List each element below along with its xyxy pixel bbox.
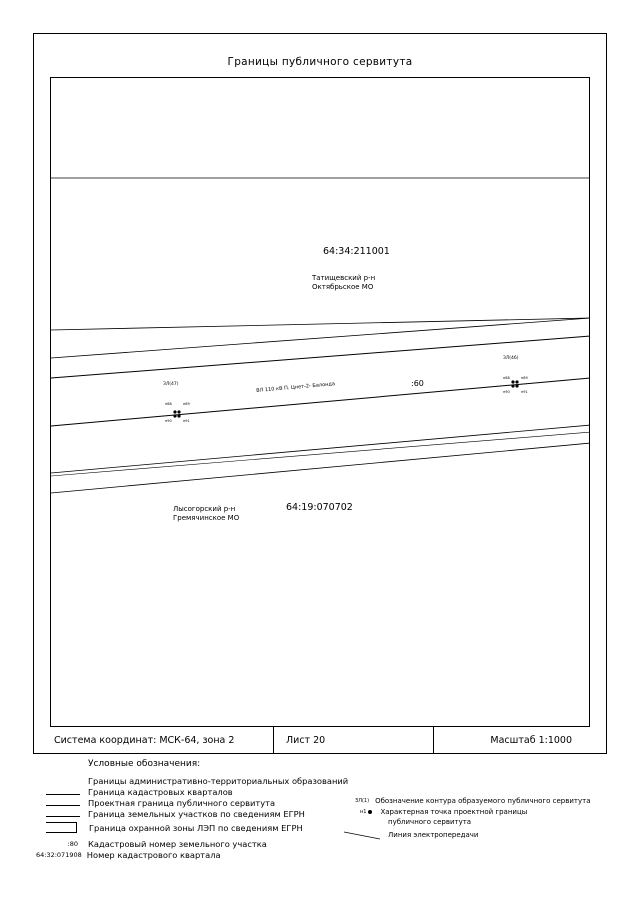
sheet-number-cell: Лист 20	[274, 727, 434, 754]
contour-label-right: ЗЛ(46)	[503, 356, 519, 361]
scale-text: Масштаб 1:1000	[490, 735, 572, 746]
sheet-number-text: Лист 20	[286, 735, 326, 746]
point-cluster-left	[173, 410, 181, 418]
point-mark-right-1: н88	[503, 376, 510, 380]
legend-point-dot	[368, 810, 373, 814]
point-mark-left-3: н90	[165, 419, 172, 423]
district-south-name: Лысогорский р-н	[173, 505, 236, 513]
legend-symbol-quarter	[46, 793, 80, 795]
legend-symbol-powerline	[344, 831, 380, 840]
parcel-number-label: :60	[411, 379, 424, 388]
legend-symbol-servitude	[46, 804, 80, 806]
legend-item-powerline: Линия электропередачи	[344, 830, 478, 840]
legend-item-contour: ЗЛ(1) Обозначение контура образуемого пу…	[355, 797, 591, 805]
legend-item-servitude: Проектная граница публичного сервитута	[46, 798, 275, 808]
legend-item-protection: Граница охранной зоны ЛЭП по сведениям Е…	[46, 822, 303, 833]
map-title: Границы публичного сервитута	[227, 56, 413, 68]
legend-item-point: н1 Характерная точка проектной границы	[360, 808, 528, 816]
scale-cell: Масштаб 1:1000	[434, 727, 590, 754]
point-mark-left-1: н88	[165, 402, 172, 406]
legend-item-quarter: Граница кадастровых кварталов	[46, 787, 233, 797]
legend-symbol-parcels	[46, 815, 80, 817]
point-mark-right-2: н89	[521, 376, 528, 380]
servitude-boundary-bottom	[51, 377, 589, 427]
legend-item-parcels: Граница земельных участков по сведениям …	[46, 809, 305, 819]
contour-label-left: ЗЛ(47)	[163, 382, 179, 387]
legend-sample-quarter: 64:32:071908	[36, 851, 82, 859]
admin-boundary-line	[51, 317, 589, 331]
quarter-number-north: 64:34:211001	[323, 246, 390, 257]
quarter-number-south: 64:19:070702	[286, 502, 353, 513]
parcel-boundary-line-2	[51, 442, 589, 494]
legend-sample-point: н1	[360, 809, 367, 815]
legend-item-admin: Границы административно-территориальных …	[88, 776, 349, 786]
legend-sample-parcel: :80	[67, 840, 78, 848]
parcel-boundary-line	[51, 431, 589, 477]
legend-sample-contour: ЗЛ(1)	[355, 798, 370, 804]
protection-zone-line-top	[51, 317, 589, 359]
coordinate-system-text: Система координат: МСК-64, зона 2	[54, 735, 235, 746]
coordinate-system-cell: Система координат: МСК-64, зона 2	[50, 727, 274, 754]
district-north-name: Татищевский р-н	[312, 274, 376, 282]
municipality-south-name: Гремячинское МО	[173, 514, 240, 522]
legend-title: Условные обозначения:	[88, 759, 201, 769]
map-drawing	[51, 177, 589, 494]
sheet-frame	[33, 33, 607, 754]
point-mark-left-2: н89	[183, 402, 190, 406]
municipality-north-name: Октябрьское МО	[312, 283, 374, 291]
protection-zone-line-bottom	[51, 424, 589, 474]
legend-item-quarter-number: 64:32:071908 Номер кадастрового квартала	[36, 850, 221, 860]
legend-item-point-cont: публичного сервитута	[388, 818, 472, 826]
legend-symbol-protection	[46, 822, 77, 833]
servitude-boundary-top	[51, 335, 589, 379]
legend-item-parcel-number: :80 Кадастровый номер земельного участка	[46, 839, 267, 849]
map-area: 64:34:211001 Татищевский р-н Октябрьское…	[50, 77, 590, 727]
point-mark-right-3: н90	[503, 390, 510, 394]
point-cluster-right	[511, 380, 519, 388]
point-mark-left-4: н91	[183, 419, 190, 423]
stamp-row: Система координат: МСК-64, зона 2 Лист 2…	[50, 727, 590, 754]
point-mark-right-4: н91	[521, 390, 528, 394]
